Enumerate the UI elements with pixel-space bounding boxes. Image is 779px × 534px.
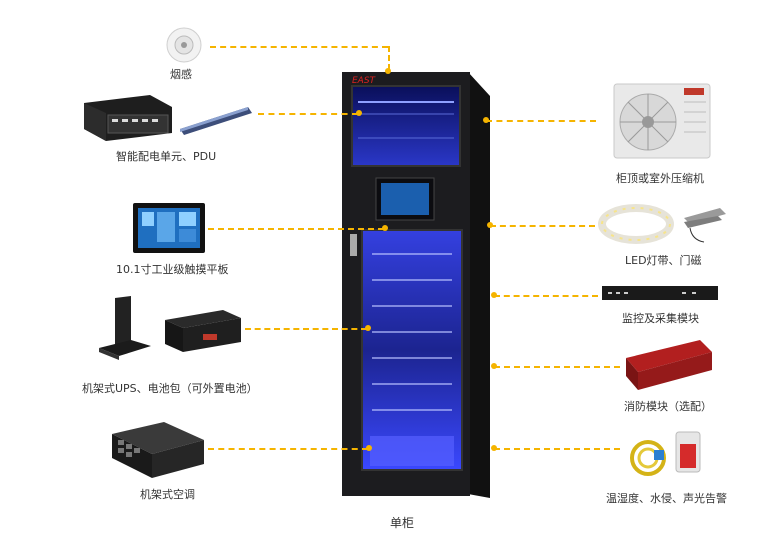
touch-panel-icon: [133, 203, 205, 253]
connector-aircon: [208, 448, 368, 450]
connector-compressor: [486, 120, 596, 122]
connector-sensor: [494, 448, 620, 450]
connector-dot: [382, 225, 388, 231]
connector-smoke-h: [210, 46, 388, 48]
compressor-icon: [612, 82, 712, 160]
connector-dot: [491, 292, 497, 298]
connector-dot: [366, 445, 372, 451]
connector-pdu: [258, 113, 358, 115]
label-compressor: 柜顶或室外压缩机: [616, 172, 704, 185]
connector-dot: [356, 110, 362, 116]
connector-dot: [491, 445, 497, 451]
monitor-module-icon: [602, 286, 718, 300]
connector-dot: [365, 325, 371, 331]
label-pdu: 智能配电单元、PDU: [116, 150, 217, 163]
rack-aircon-icon: [108, 422, 208, 478]
label-rack-aircon: 机架式空调: [140, 488, 195, 501]
cabinet-illustration: [340, 68, 505, 500]
connector-fire: [494, 366, 620, 368]
label-smoke-detector: 烟感: [170, 68, 192, 81]
pdu-icon: [80, 93, 255, 141]
led-strip-icon: [598, 202, 730, 246]
connector-panel: [208, 228, 384, 230]
label-monitor-module: 监控及采集模块: [622, 312, 699, 325]
connector-dot: [487, 222, 493, 228]
connector-led: [490, 225, 595, 227]
label-fire-module: 消防模块（选配）: [624, 400, 712, 413]
connector-dot: [483, 117, 489, 123]
connector-dot: [385, 68, 391, 74]
connector-smoke-v: [388, 46, 390, 70]
label-sensor-alarm: 温湿度、水侵、声光告警: [606, 492, 727, 505]
fire-module-icon: [620, 340, 716, 390]
cabinet-caption: 单柜: [390, 516, 415, 530]
connector-dot: [491, 363, 497, 369]
brand-logo-text: EAST: [352, 76, 376, 86]
connector-ups: [245, 328, 367, 330]
smoke-detector-icon: [165, 26, 203, 64]
label-led-strip: LED灯带、门磁: [625, 254, 702, 267]
connector-monitor: [494, 295, 598, 297]
sensor-alarm-icon: [626, 428, 706, 480]
label-touch-panel: 10.1寸工业级触摸平板: [116, 263, 229, 276]
label-ups: 机架式UPS、电池包（可外置电池）: [82, 382, 258, 395]
ups-icon: [95, 296, 245, 360]
